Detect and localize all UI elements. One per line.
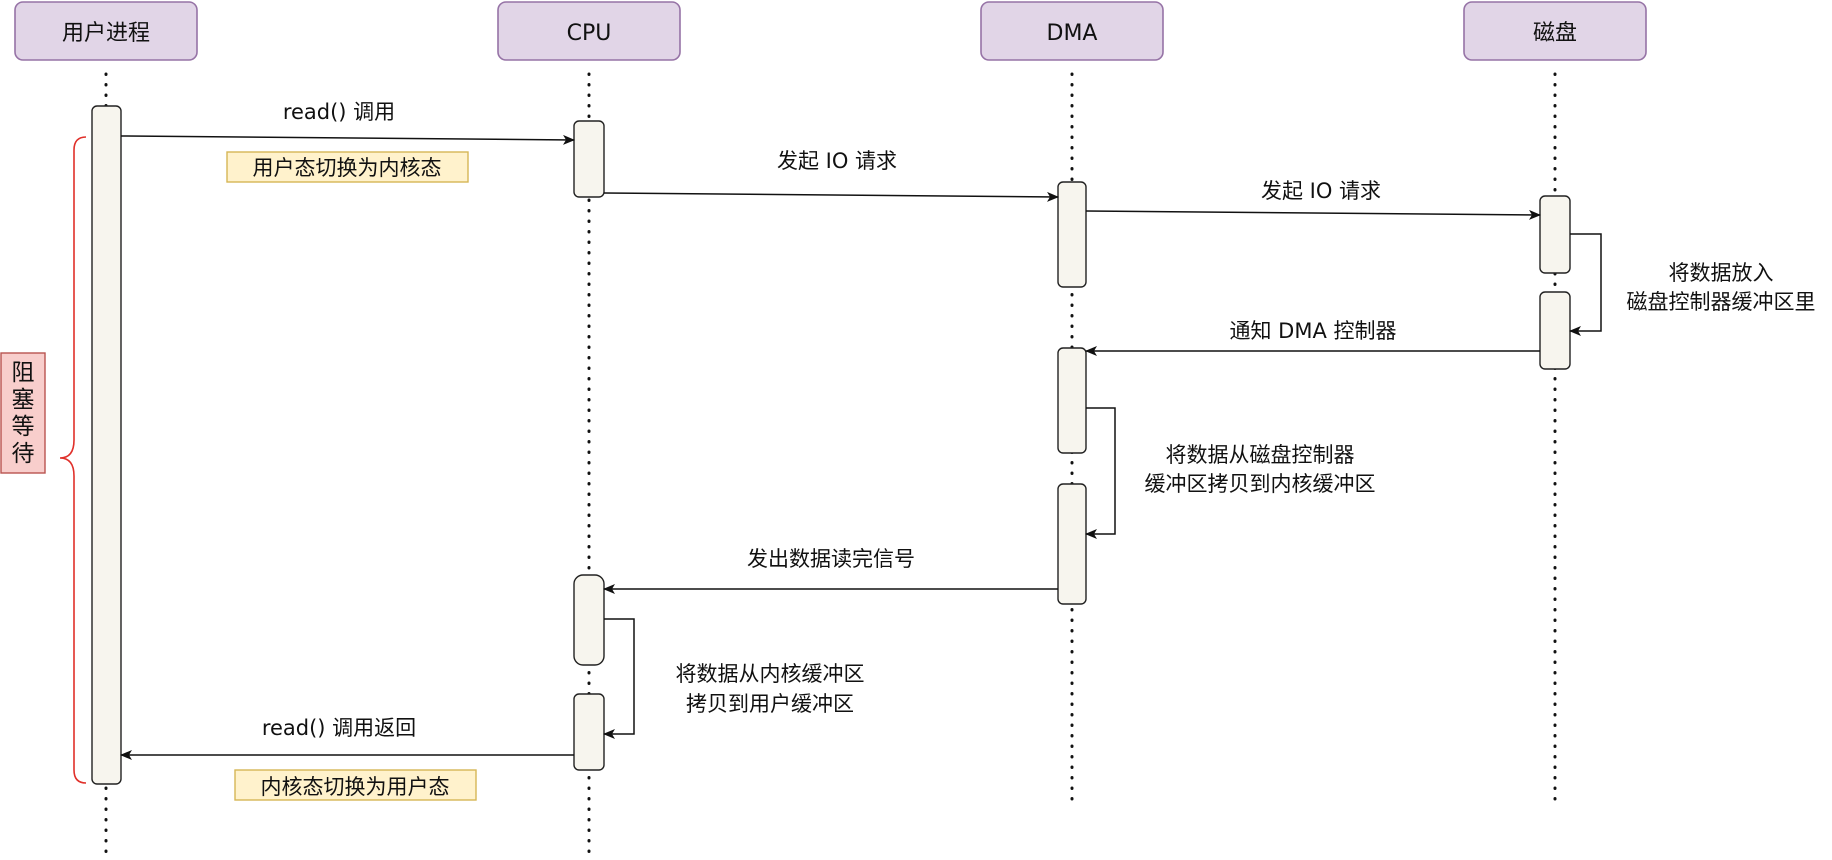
activation-cpu-request bbox=[573, 120, 605, 198]
blocking-char: 阻 bbox=[12, 360, 35, 386]
activation-cpu-signal bbox=[573, 574, 605, 666]
arrow-disk-buffer bbox=[1569, 233, 1602, 336]
blocking-label-box bbox=[0, 352, 46, 474]
label-io-request-cpu: 发起 IO 请求 bbox=[777, 149, 897, 173]
actor-box bbox=[497, 1, 681, 61]
actor-disk: 磁盘 bbox=[1463, 1, 1647, 61]
label-read-done-signal: 发出数据读完信号 bbox=[747, 547, 915, 571]
label-copy-to-kernel-line2: 缓冲区拷贝到内核缓冲区 bbox=[1145, 472, 1376, 496]
activation-disk-notify bbox=[1539, 291, 1571, 370]
arrow-io-request-cpu bbox=[603, 191, 1059, 202]
blocking-char: 待 bbox=[12, 441, 35, 467]
arrow-copy-to-user bbox=[603, 618, 635, 739]
actor-dma: DMA bbox=[980, 1, 1164, 61]
note-box bbox=[234, 769, 477, 801]
arrow-copy-to-kernel bbox=[1085, 407, 1116, 539]
label-io-request-dma: 发起 IO 请求 bbox=[1261, 179, 1381, 203]
actor-label: 磁盘 bbox=[1533, 21, 1577, 46]
label-disk-buffer-line2: 磁盘控制器缓冲区里 bbox=[1627, 290, 1816, 314]
blocking-char: 等 bbox=[12, 414, 35, 440]
blocking-brace bbox=[59, 136, 87, 784]
blocking-label: 阻 塞 等 待 bbox=[0, 352, 46, 474]
actor-box bbox=[14, 1, 198, 61]
note-box bbox=[226, 151, 469, 183]
activation-cpu-copy bbox=[573, 693, 605, 771]
note-label: 内核态切换为用户态 bbox=[261, 775, 450, 799]
note-user-to-kernel: 用户态切换为内核态 bbox=[226, 151, 469, 183]
label-read-call: read() 调用 bbox=[283, 100, 395, 124]
label-copy-to-user-line1: 将数据从内核缓冲区 bbox=[676, 662, 865, 686]
actor-box bbox=[980, 1, 1164, 61]
arrow-read-call bbox=[120, 134, 575, 145]
actor-label: 用户进程 bbox=[62, 21, 150, 46]
activation-disk-read bbox=[1539, 195, 1571, 274]
actor-label: DMA bbox=[1047, 21, 1098, 46]
activation-user-process bbox=[91, 105, 122, 785]
activation-dma-notified bbox=[1057, 347, 1087, 454]
actor-cpu: CPU bbox=[497, 1, 681, 61]
note-label: 用户态切换为内核态 bbox=[253, 156, 442, 180]
label-disk-buffer-line1: 将数据放入 bbox=[1669, 261, 1774, 285]
actor-box bbox=[1463, 1, 1647, 61]
label-read-return: read() 调用返回 bbox=[262, 716, 416, 740]
actor-user-process: 用户进程 bbox=[14, 1, 198, 61]
activation-dma-copy bbox=[1057, 483, 1087, 605]
blocking-char: 塞 bbox=[12, 387, 35, 413]
label-copy-to-user-line2: 拷贝到用户缓冲区 bbox=[686, 692, 854, 716]
label-copy-to-kernel-line1: 将数据从磁盘控制器 bbox=[1166, 443, 1355, 467]
actor-label: CPU bbox=[567, 21, 612, 46]
label-notify-dma: 通知 DMA 控制器 bbox=[1229, 319, 1396, 343]
note-kernel-to-user: 内核态切换为用户态 bbox=[234, 769, 477, 801]
arrow-io-request-dma bbox=[1085, 209, 1541, 220]
activation-dma-request bbox=[1057, 181, 1087, 288]
